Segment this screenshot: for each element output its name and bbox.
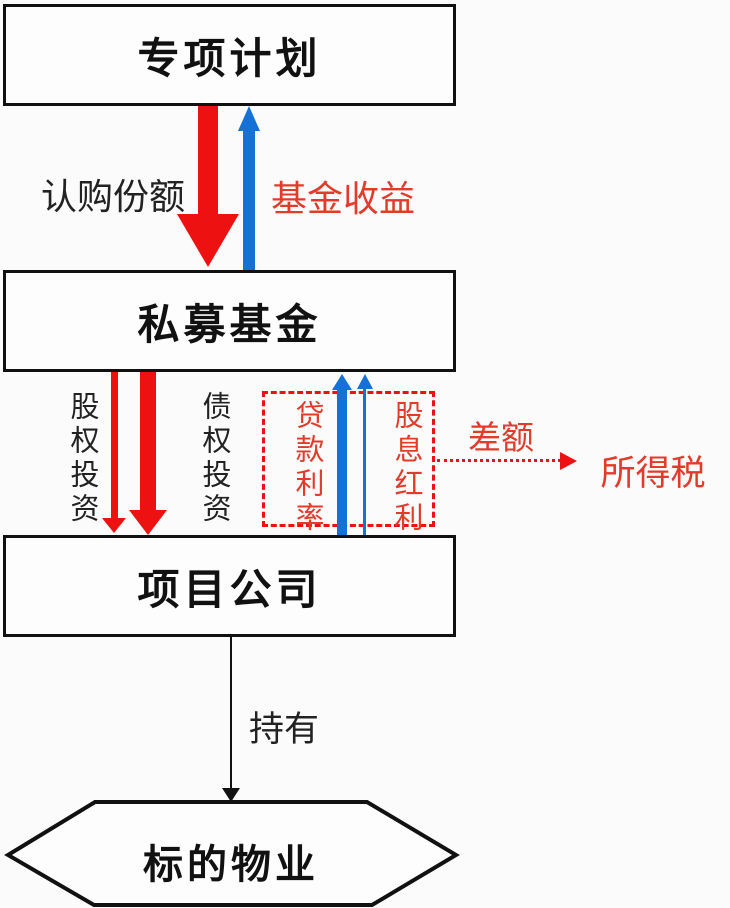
tax-deduction-dashed-box <box>262 391 435 527</box>
fund-income-arrow-up-body <box>243 129 255 270</box>
hexagon-shape <box>4 800 460 907</box>
node-private-fund-label: 私募基金 <box>137 300 322 348</box>
debt-arrow-down-icon <box>129 510 167 535</box>
hold-arrow-down-icon <box>222 788 240 802</box>
subscribe-share-label: 认购份额 <box>40 176 185 217</box>
fund-income-arrow-up-icon <box>238 106 260 131</box>
node-project-company-label: 项目公司 <box>137 565 322 613</box>
node-project-company: 项目公司 <box>3 535 456 637</box>
difference-dotted-arrow-line <box>437 459 561 462</box>
equity-arrow-down-body <box>111 372 118 519</box>
difference-label: 差额 <box>468 419 534 456</box>
dividend-label: 股息红利 <box>390 400 422 536</box>
loan-interest-label: 贷款利率 <box>291 400 323 536</box>
income-tax-label: 所得税 <box>600 454 706 493</box>
equity-arrow-down-icon <box>102 518 126 533</box>
debt-arrow-down-body <box>140 372 156 511</box>
subscribe-arrow-down-icon <box>177 214 239 267</box>
node-target-property <box>2 798 462 908</box>
dividend-arrow-up-body <box>363 388 366 537</box>
hold-arrow-down-body <box>230 637 232 790</box>
loan-interest-arrow-up-icon <box>332 374 352 390</box>
hold-label: 持有 <box>248 710 319 749</box>
equity-investment-label: 股权投资 <box>66 391 98 527</box>
node-target-property-label: 标的物业 <box>143 843 319 887</box>
difference-dotted-arrow-icon <box>560 452 577 470</box>
fund-income-label: 基金收益 <box>270 178 415 219</box>
node-private-fund: 私募基金 <box>3 270 456 372</box>
loan-interest-arrow-up-body <box>337 389 347 537</box>
node-special-plan-label: 专项计划 <box>137 34 322 82</box>
dividend-arrow-up-icon <box>357 374 373 389</box>
subscribe-arrow-down-body <box>198 106 218 216</box>
node-special-plan: 专项计划 <box>3 4 456 106</box>
debt-investment-label: 债权投资 <box>198 391 230 527</box>
